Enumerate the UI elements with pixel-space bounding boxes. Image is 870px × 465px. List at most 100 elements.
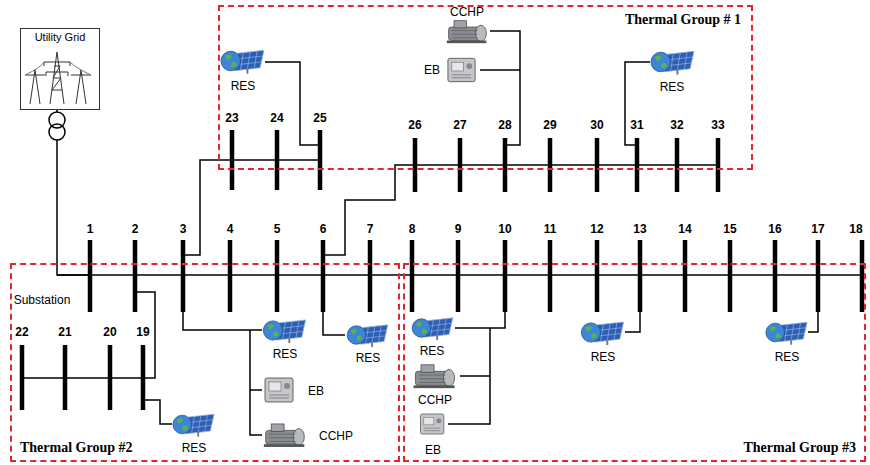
drawing-path	[455, 312, 505, 328]
bus-bar	[816, 240, 821, 312]
bus-number: 9	[455, 223, 462, 235]
drawing-path	[460, 375, 490, 377]
equipment-label: RES	[356, 352, 381, 364]
drawing-path	[135, 292, 155, 378]
drawing-use	[448, 58, 475, 81]
drawing-path	[415, 164, 718, 166]
drawing-path	[143, 400, 172, 424]
bus-number: 2	[132, 223, 139, 235]
bus-number: 5	[274, 223, 281, 235]
bus-number: 11	[544, 223, 557, 235]
tower-symbol	[25, 52, 91, 104]
drawing-path	[808, 312, 818, 332]
bus-bars	[22, 130, 862, 410]
equipment-label: CCHP	[450, 6, 484, 18]
drawing-use	[264, 424, 304, 447]
bus-number: 15	[723, 223, 736, 235]
bus-number: 30	[590, 119, 603, 131]
equipment-label: RES	[775, 351, 800, 363]
drawing-path	[232, 159, 320, 161]
bus-bar	[683, 240, 688, 312]
bus-number: 17	[811, 223, 824, 235]
equipment-label: Substation	[14, 294, 71, 306]
bus-bar	[728, 240, 733, 312]
bus-bar	[548, 240, 553, 312]
equipment-label: CCHP	[418, 394, 452, 406]
drawing-path	[44, 62, 70, 76]
bus-number: 6	[320, 223, 327, 235]
bus-number: 21	[58, 326, 71, 338]
drawing-use	[414, 365, 455, 388]
drawing-path	[183, 160, 232, 255]
drawing-use	[263, 320, 305, 343]
transformer-symbol	[49, 112, 65, 140]
equipment-label: EB	[424, 64, 440, 76]
bus-number: 25	[313, 112, 326, 124]
bus-bar	[773, 240, 778, 312]
drawing-path	[480, 69, 520, 71]
equipment-label: RES	[660, 81, 685, 93]
grid-label: Utility Grid	[35, 31, 86, 43]
drawing-path	[50, 52, 64, 104]
drawing-path	[22, 377, 143, 379]
bus-number: 28	[498, 119, 511, 131]
drawing-use	[173, 414, 214, 436]
bus-bar	[275, 240, 280, 312]
drawing-use	[651, 51, 694, 74]
drawing-use	[421, 414, 444, 434]
bus-number: 20	[103, 326, 116, 338]
bus-number: 26	[408, 119, 421, 131]
equipment-label: CCHP	[319, 430, 353, 442]
bus-number: 3	[180, 223, 187, 235]
feeder-wires	[22, 31, 862, 435]
drawing-path	[625, 62, 650, 145]
equipment-label: RES	[420, 345, 445, 357]
drawing-use	[265, 378, 293, 402]
equipment-label: EB	[308, 385, 324, 397]
bus-number: 8	[409, 223, 416, 235]
bus-number: 12	[590, 223, 603, 235]
drawing-use	[581, 322, 623, 345]
bus-bar	[860, 240, 865, 312]
bus-number: 16	[768, 223, 781, 235]
bus-number: 27	[453, 119, 466, 131]
equipment-label: RES	[182, 442, 207, 454]
bus-number: 4	[227, 223, 234, 235]
drawing-path	[183, 312, 262, 330]
drawing-use	[766, 322, 807, 344]
bus-bar	[321, 240, 326, 312]
bus-bar	[638, 240, 643, 312]
bus-number: 19	[136, 326, 149, 338]
bus-number: 33	[711, 119, 724, 131]
bus-number: 23	[225, 112, 238, 124]
bus-number: 22	[15, 326, 28, 338]
bus-number: 13	[633, 223, 646, 235]
bus-bar	[368, 240, 373, 312]
equipment-label: RES	[231, 80, 256, 92]
drawing-path	[323, 312, 345, 335]
drawing-use	[347, 325, 388, 347]
drawing-path	[250, 330, 262, 435]
bus-bar	[456, 240, 461, 312]
drawing-use	[412, 318, 453, 340]
drawing-path	[265, 62, 320, 145]
bus-bar	[181, 240, 186, 312]
bus-bar	[410, 240, 415, 312]
drawing-circle	[49, 124, 65, 140]
group-title: Thermal Group #2	[20, 440, 133, 456]
bus-bar	[595, 240, 600, 312]
bus-number: 32	[670, 119, 683, 131]
bus-number: 10	[498, 223, 511, 235]
drawing-path	[323, 165, 415, 255]
bus-bar	[228, 240, 233, 312]
drawing-path	[250, 389, 262, 391]
utility-grid-box: Utility Grid	[20, 28, 100, 110]
drawing-path	[57, 274, 862, 276]
bus-bar	[503, 240, 508, 312]
bus-number: 24	[270, 112, 283, 124]
bus-bar	[88, 240, 93, 312]
group-title: Thermal Group # 1	[625, 12, 741, 28]
bus-number: 14	[678, 223, 691, 235]
drawing-path	[625, 312, 640, 332]
